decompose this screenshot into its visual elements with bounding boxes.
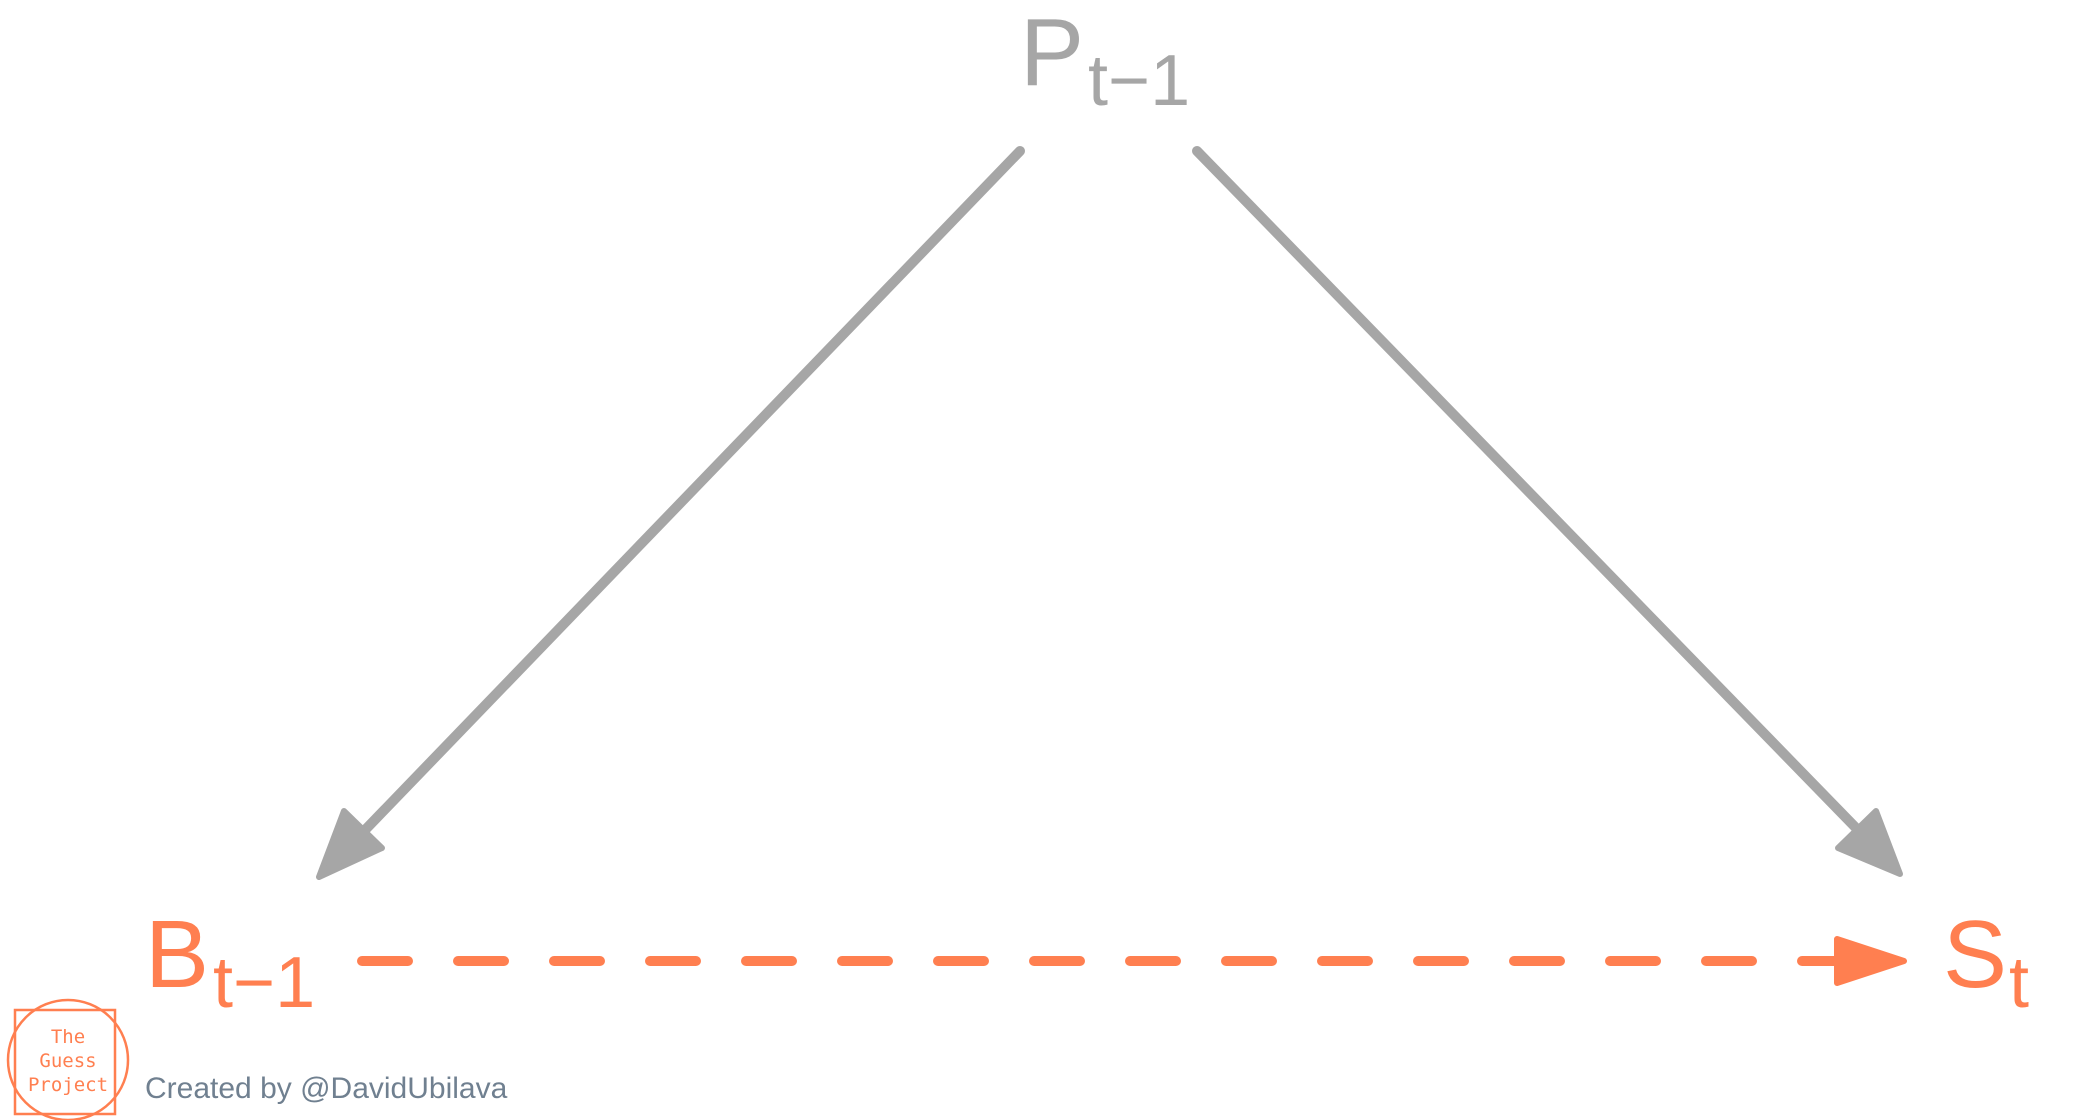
node-p-main: P	[1020, 0, 1084, 106]
logo-line-3: Project	[28, 1074, 108, 1096]
arrowhead-to-b	[316, 808, 385, 880]
node-b-main: B	[145, 901, 209, 1008]
node-b-sub: t−1	[213, 943, 315, 1023]
node-p: Pt−1	[1020, 0, 1190, 121]
node-s-main: S	[1943, 901, 2007, 1008]
node-b: Bt−1	[145, 901, 315, 1023]
logo-line-1: The	[51, 1026, 85, 1048]
edge-b-to-s	[357, 936, 1907, 986]
node-s: St	[1943, 901, 2029, 1023]
logo-circle	[6, 998, 130, 1120]
node-p-sub: t−1	[1088, 41, 1190, 121]
credit-text: Created by @DavidUbilava	[145, 1072, 508, 1105]
edge-p-to-b-line	[360, 146, 1025, 835]
edge-p-to-b	[316, 146, 1025, 880]
arrowhead-to-s-dashed	[1834, 936, 1907, 986]
node-s-sub: t	[2009, 943, 2029, 1023]
arrowhead-to-s	[1835, 808, 1903, 877]
edge-p-to-s-line	[1192, 146, 1863, 835]
edge-p-to-s	[1192, 146, 1903, 877]
guess-project-logo: The Guess Project	[6, 998, 130, 1120]
logo-line-2: Guess	[39, 1050, 96, 1072]
logo-square	[13, 1008, 117, 1116]
